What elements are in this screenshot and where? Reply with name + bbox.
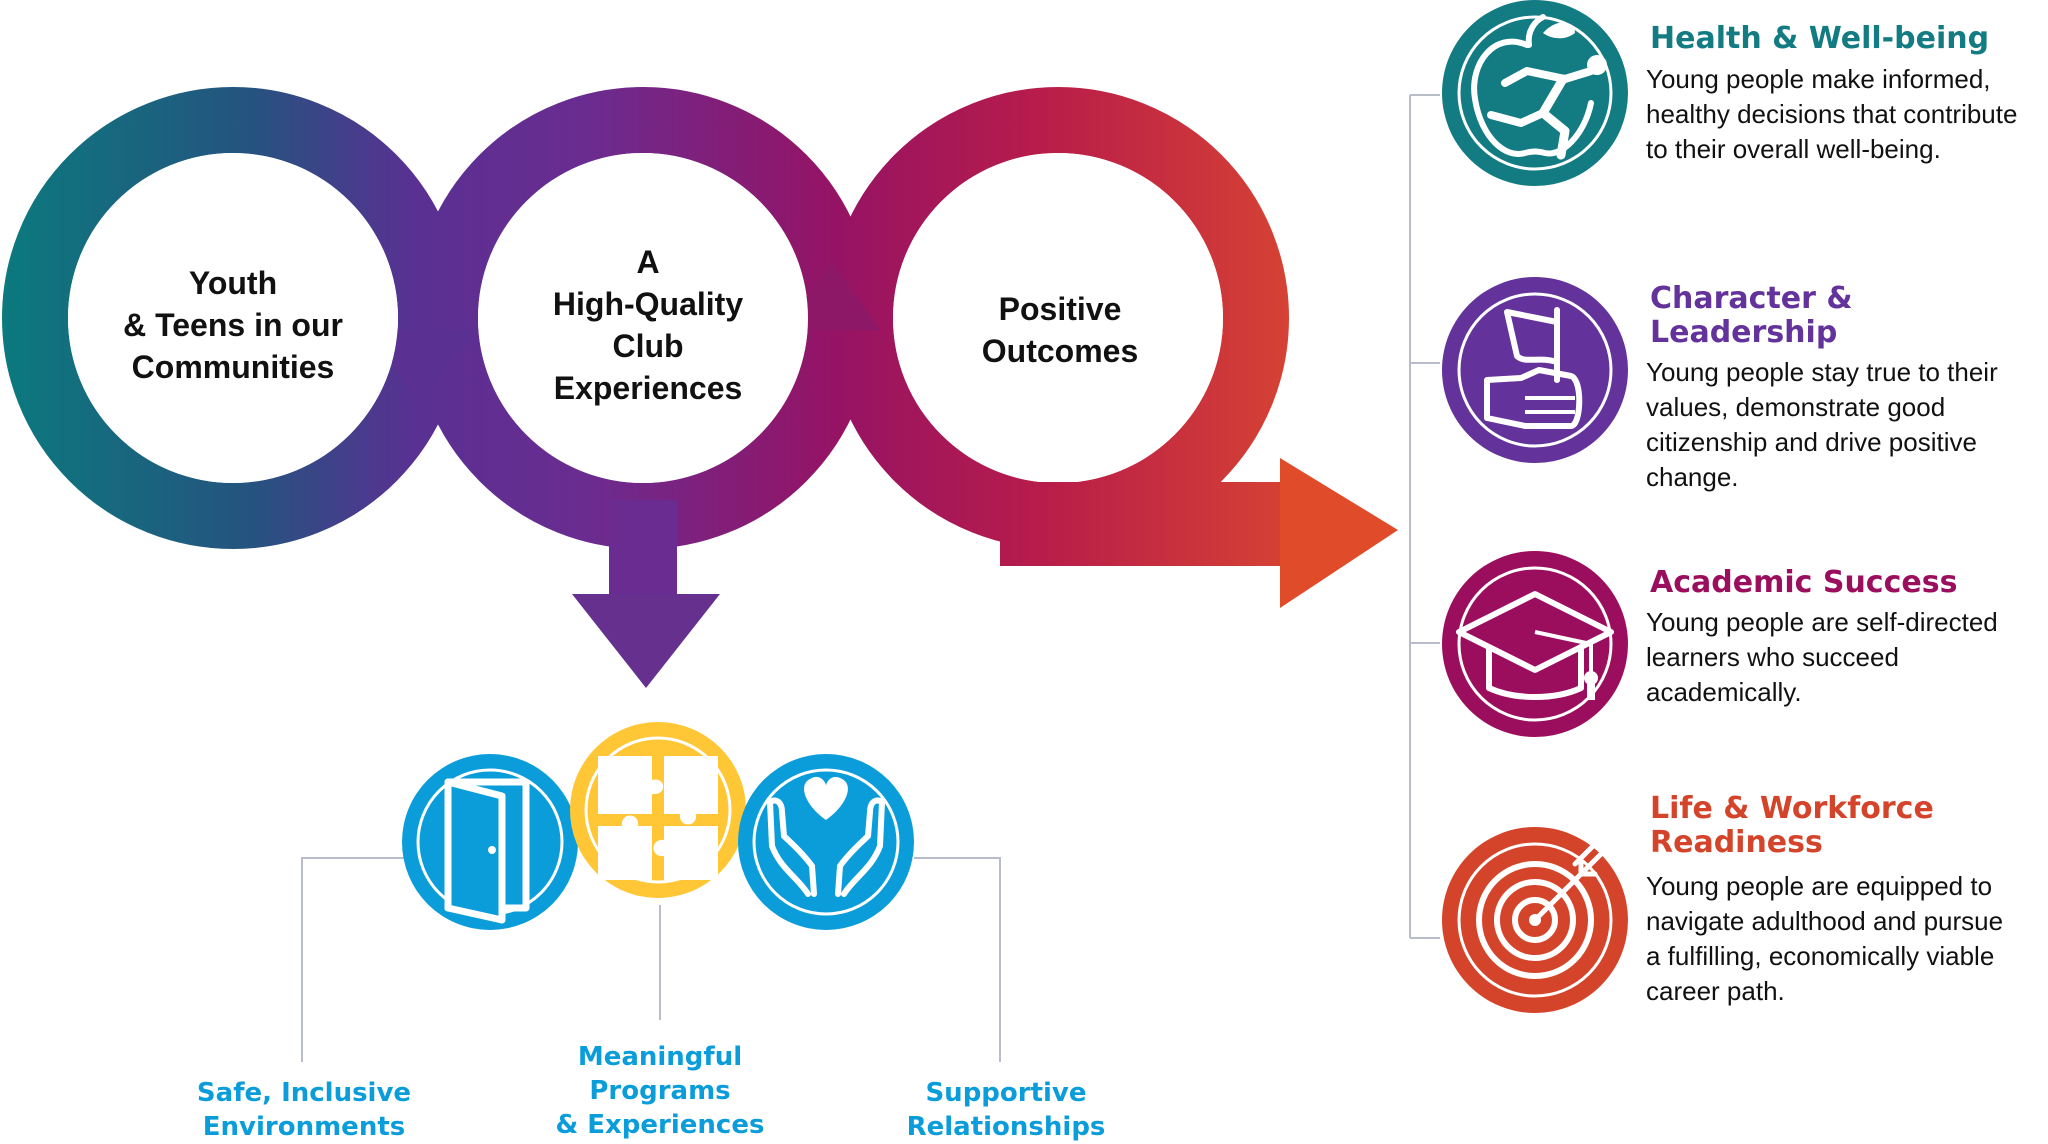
outcome-text-line: healthy decisions that contribute — [1646, 99, 2018, 129]
loop-label-line: Club — [612, 328, 684, 364]
loop-label-line: Outcomes — [981, 333, 1139, 369]
graduation-cap-icon — [1442, 551, 1628, 737]
loop-rings — [2, 87, 1398, 688]
outcome-text-academic: Young people are self-directed learners … — [1646, 605, 2046, 710]
outcome-title-life: Life & Workforce Readiness — [1650, 792, 2048, 860]
outcome-text-line: Young people are equipped to — [1646, 871, 1993, 901]
outcomes-bracket — [1409, 94, 1440, 939]
loop-label-outcomes: Positive Outcomes — [920, 288, 1200, 372]
pillar-label-line: Environments — [202, 1112, 406, 1142]
hand-flag-icon — [1442, 277, 1628, 463]
loop-label-line: High-Quality — [552, 286, 744, 322]
loop-arrowhead-left — [372, 330, 478, 402]
outcome-text-line: Young people make informed, — [1646, 64, 1991, 94]
outcome-text-line: academically. — [1646, 677, 1802, 707]
right-arrow-shaft — [1000, 482, 1290, 566]
pillar-label-line: Safe, Inclusive — [196, 1078, 412, 1108]
loop-label-line: & Teens in our — [123, 307, 343, 343]
outcome-text-line: navigate adulthood and pursue — [1646, 906, 2004, 936]
outcome-text-line: citizenship and drive positive — [1646, 427, 1977, 457]
pillar-label-supportive: Supportive Relationships — [856, 1076, 1156, 1144]
outcome-text-character: Young people stay true to their values, … — [1646, 355, 2046, 495]
pillar-label-line: Relationships — [906, 1112, 1106, 1142]
outcome-title-line: Readiness — [1650, 825, 1823, 860]
pillar-label-line: & Experiences — [555, 1110, 765, 1140]
outcome-title-academic: Academic Success — [1650, 566, 2048, 600]
down-arrow-shaft — [609, 500, 677, 596]
pillar-connectors — [301, 857, 1001, 1062]
outcome-text-line: learners who succeed — [1646, 642, 1899, 672]
apple-runner-icon — [1442, 0, 1628, 186]
open-door-icon — [402, 754, 578, 930]
pillar-label-safe: Safe, Inclusive Environments — [154, 1076, 454, 1144]
outcome-title-line: Character & — [1650, 281, 1853, 316]
outcome-text-line: a fulfilling, economically viable — [1646, 941, 1995, 971]
puzzle-icon — [570, 722, 746, 898]
loop-label-line: Youth — [188, 265, 278, 301]
outcome-text-line: to their overall well-being. — [1646, 134, 1941, 164]
outcome-text-line: change. — [1646, 462, 1739, 492]
down-arrow-head — [572, 594, 720, 688]
outcome-text-line: career path. — [1646, 976, 1785, 1006]
outcome-title-line: Leadership — [1650, 315, 1838, 350]
loop-label-line: A — [636, 244, 660, 280]
outcome-title-line: Academic Success — [1650, 565, 1958, 600]
outcome-text-health: Young people make informed, healthy deci… — [1646, 62, 2046, 167]
outcome-title-health: Health & Well-being — [1650, 22, 2048, 56]
outcome-title-character: Character & Leadership — [1650, 282, 2048, 350]
outcome-title-line: Health & Well-being — [1650, 21, 1990, 56]
pillar-label-line: Supportive — [925, 1078, 1087, 1108]
outcome-text-line: Young people are self-directed — [1646, 607, 1998, 637]
loop-label-line: Communities — [131, 349, 335, 385]
target-arrow-icon — [1442, 827, 1628, 1013]
loop-label-line: Experiences — [553, 370, 743, 406]
outcome-title-line: Life & Workforce — [1650, 791, 1934, 826]
outcome-text-line: values, demonstrate good — [1646, 392, 1946, 422]
loop-label-club: A High-Quality Club Experiences — [503, 241, 793, 409]
right-arrow-head — [1280, 458, 1398, 608]
pillar-label-meaningful: Meaningful Programs & Experiences — [510, 1040, 810, 1142]
pillar-label-line: Programs — [589, 1076, 731, 1106]
outcome-text-life: Young people are equipped to navigate ad… — [1646, 869, 2046, 1009]
heart-hands-icon — [738, 754, 914, 930]
loop-label-line: Positive — [998, 291, 1122, 327]
loop-label-youth: Youth & Teens in our Communities — [93, 262, 373, 388]
outcome-text-line: Young people stay true to their — [1646, 357, 1998, 387]
pillar-label-line: Meaningful — [577, 1042, 743, 1072]
